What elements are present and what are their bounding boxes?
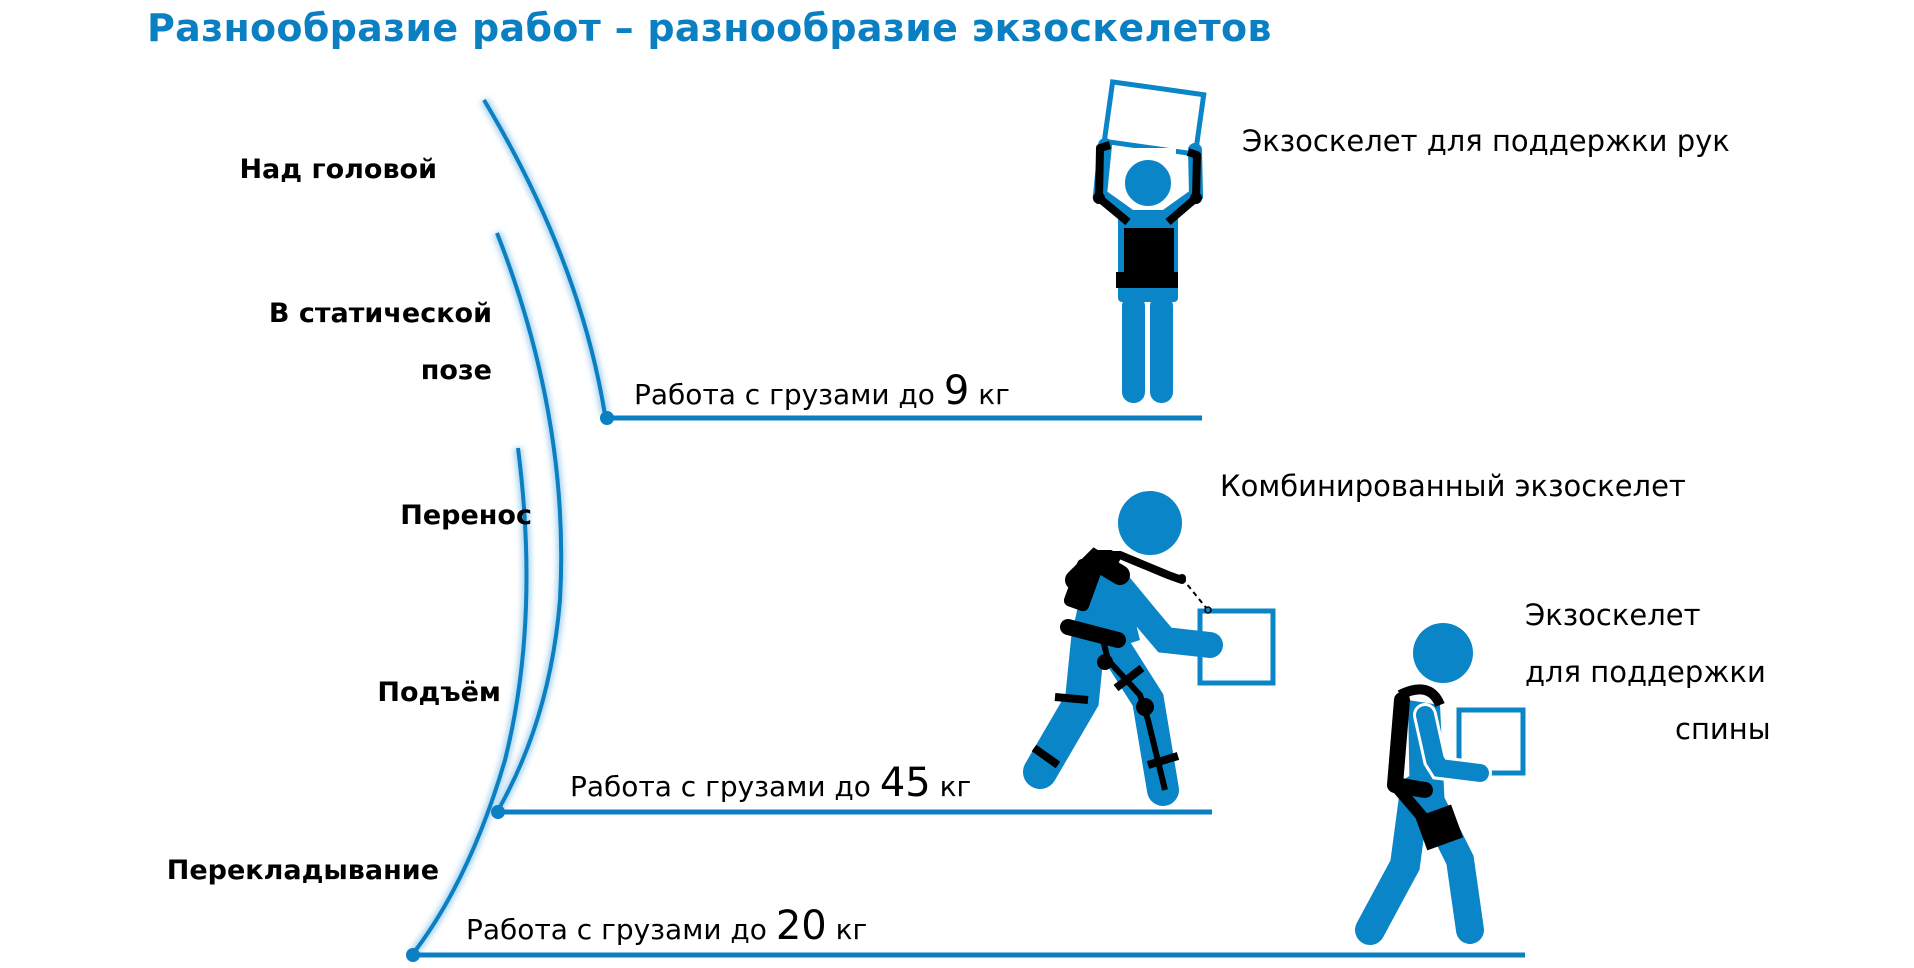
baseline-20kg [406,948,1525,962]
exoskeleton-label-back-line3: спины [1675,712,1771,746]
carrying-worker-back-exoskeleton-icon [1355,623,1526,945]
load-unit: кг [939,770,972,803]
load-value: 45 [879,760,931,806]
exoskeleton-label-back-line2: для поддержки [1525,655,1766,689]
load-unit: кг [835,913,868,946]
exoskeleton-label-combined: Комбинированный экзоскелет [1220,469,1686,503]
load-value: 9 [943,368,970,414]
category-overhead: Над головой [239,154,437,185]
category-static-pose-line1: В статической [268,298,492,329]
range-arc-overhead-static [480,97,610,416]
load-label-20kg: Работа с грузами до 20 кг [466,903,867,949]
category-transfer: Перекладывание [166,855,439,886]
load-prefix: Работа с грузами до [570,770,871,803]
load-unit: кг [978,378,1010,411]
load-prefix: Работа с грузами до [466,913,767,946]
category-carry: Перенос [400,500,532,531]
load-value: 20 [775,903,827,949]
load-label-9kg: Работа с грузами до 9 кг [634,368,1010,414]
range-arc-static-to-lift [492,231,566,815]
page-title: Разнообразие работ – разнообразие экзоск… [147,6,1272,50]
category-static-pose-line2: позе [420,355,492,386]
baseline-9kg [600,411,1202,425]
walking-worker-combined-exoskeleton-icon [1023,491,1276,806]
load-label-45kg: Работа с грузами до 45 кг [570,760,971,806]
load-prefix: Работа с грузами до [634,378,935,411]
overhead-worker-arm-exoskeleton-icon [1092,79,1207,403]
category-lift: Подъём [377,677,501,708]
exoskeleton-label-back-line1: Экзоскелет [1525,598,1701,632]
range-arc-carry-to-transfer [408,447,531,958]
exoskeleton-label-arm: Экзоскелет для поддержки рук [1242,124,1730,158]
baseline-45kg [491,805,1212,819]
